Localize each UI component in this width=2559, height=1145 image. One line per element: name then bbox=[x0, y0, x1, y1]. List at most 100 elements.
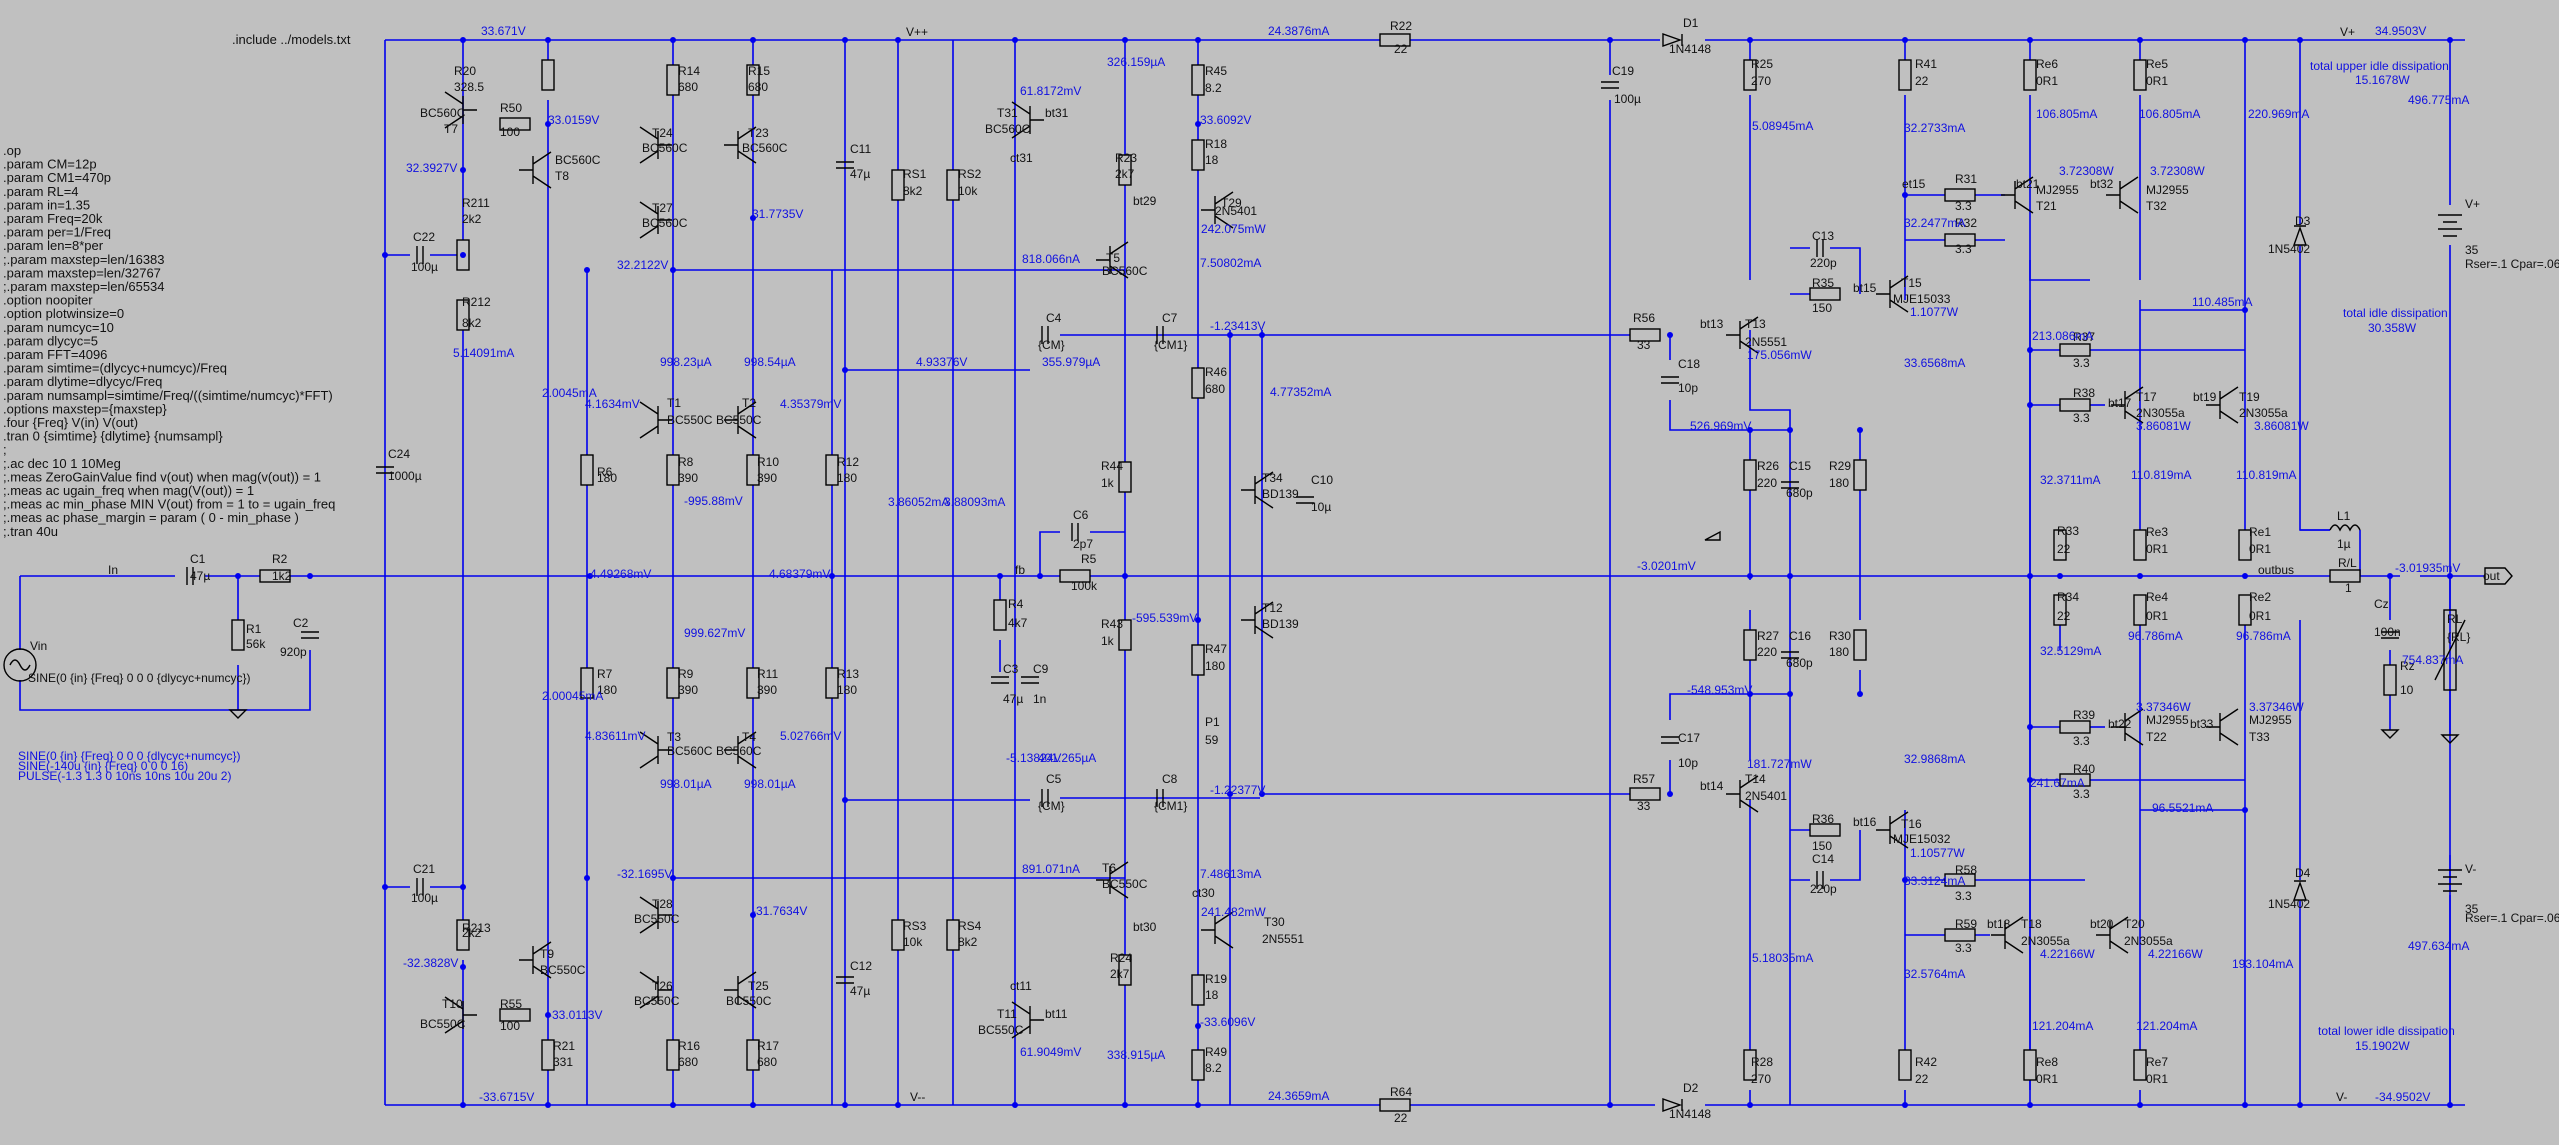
component-label: D4 bbox=[2295, 866, 2311, 880]
supply-vm-name: V- bbox=[2465, 862, 2476, 876]
capacitor bbox=[1071, 523, 1079, 541]
component-label: bt13 bbox=[1700, 317, 1724, 331]
directive-line: ;.ac dec 10 1 10Meg bbox=[3, 456, 121, 471]
component-label: R2 bbox=[272, 552, 288, 566]
net-in: In bbox=[108, 563, 118, 577]
component-label: bt31 bbox=[1045, 106, 1069, 120]
component-label: 8.2 bbox=[1205, 81, 1222, 95]
component-label: BC550C bbox=[634, 994, 680, 1008]
component-label: {CM} bbox=[1038, 338, 1065, 352]
resistor bbox=[825, 454, 839, 486]
component-label: bt30 bbox=[1133, 920, 1157, 934]
component-label: R14 bbox=[678, 64, 700, 78]
component-label: C4 bbox=[1046, 311, 1062, 325]
resistor bbox=[1191, 644, 1205, 676]
probe-readout: 355.979µA bbox=[1042, 355, 1100, 369]
component-label: T25 bbox=[748, 979, 769, 993]
transistor bbox=[639, 126, 672, 164]
component-label: BC550C bbox=[420, 1017, 466, 1031]
component-label: R33 bbox=[2057, 524, 2079, 538]
component-label: 2N3055a bbox=[2136, 406, 2185, 420]
probe-readout: -1.23413V bbox=[1210, 319, 1265, 333]
component-label: MJ2955 bbox=[2146, 183, 2189, 197]
resistor bbox=[2238, 594, 2252, 626]
component-label: bt11 bbox=[1045, 1007, 1068, 1021]
junction-dot bbox=[2027, 724, 2033, 730]
component-label: ct11 bbox=[1010, 979, 1032, 993]
directive-line: .param dlycyc=5 bbox=[3, 333, 98, 348]
resistor bbox=[1944, 233, 1976, 247]
capacitor bbox=[416, 878, 424, 896]
probe-readout: 3.86052mA bbox=[888, 495, 949, 509]
component-label: D1 bbox=[1683, 16, 1699, 30]
component-label: BC560C bbox=[716, 744, 762, 758]
component-label: T7 bbox=[444, 122, 458, 136]
resistor bbox=[891, 919, 905, 951]
probe-readout: 34.9503V bbox=[2375, 24, 2426, 38]
component-label: BC560C bbox=[985, 122, 1031, 136]
component-label: T12 bbox=[1262, 601, 1283, 615]
component-label: 100k bbox=[1071, 579, 1098, 593]
component-label: T9 bbox=[540, 947, 554, 961]
component-label: 8k2 bbox=[958, 935, 978, 949]
component-label: 390 bbox=[757, 683, 777, 697]
component-label: MJE15033 bbox=[1893, 292, 1951, 306]
junction-dot bbox=[895, 37, 901, 43]
spice-directives: .op.param CM=12p.param CM1=470p.param RL… bbox=[3, 143, 335, 539]
component-label: 3.3 bbox=[2073, 411, 2090, 425]
probe-readout: 5.14091mA bbox=[453, 346, 514, 360]
probe-readout: 24.3659mA bbox=[1268, 1089, 1329, 1103]
junction-dot bbox=[2027, 777, 2033, 783]
component-label: R59 bbox=[1955, 917, 1977, 931]
component-label: 0R1 bbox=[2146, 609, 2168, 623]
junction-dot bbox=[2297, 1102, 2303, 1108]
transistor bbox=[1241, 601, 1274, 639]
component-label: BC550C bbox=[726, 994, 772, 1008]
component-label: R41 bbox=[1915, 57, 1937, 71]
component-label: 1 bbox=[2345, 581, 2352, 595]
component-label: R21 bbox=[553, 1039, 575, 1053]
component-label: R31 bbox=[1955, 172, 1977, 186]
directive-line: .param Freq=20k bbox=[3, 211, 103, 226]
directive-line: .param numcyc=10 bbox=[3, 320, 114, 335]
transistor bbox=[1096, 861, 1129, 899]
probe-readout: -548.953mV bbox=[1687, 683, 1752, 697]
directive-line: .param len=8*per bbox=[3, 238, 104, 253]
resistor bbox=[580, 454, 594, 486]
component-label: R10 bbox=[757, 455, 779, 469]
component-label: 4k7 bbox=[1008, 616, 1028, 630]
component-label: 180 bbox=[837, 471, 857, 485]
junction-dot bbox=[670, 37, 676, 43]
capacitor bbox=[991, 676, 1009, 684]
junction-dot bbox=[1787, 427, 1793, 433]
component-label: R15 bbox=[748, 64, 770, 78]
probe-readout: 4.49268mV bbox=[590, 567, 651, 581]
capacitor bbox=[376, 466, 394, 474]
probe-readout: 193.104mA bbox=[2232, 957, 2293, 971]
resistor bbox=[499, 117, 531, 131]
transistor bbox=[1011, 1001, 1044, 1039]
component-label: C7 bbox=[1162, 311, 1178, 325]
component-label: Re4 bbox=[2146, 590, 2168, 604]
directive-line: ;.meas ac ugain_freq when mag(V(out)) = … bbox=[3, 483, 254, 498]
component-label: 3.3 bbox=[1955, 199, 1972, 213]
diode-d2 bbox=[1662, 1098, 1683, 1112]
component-label: C5 bbox=[1046, 772, 1062, 786]
component-label: ct30 bbox=[1192, 886, 1215, 900]
junction-dot bbox=[2137, 1102, 2143, 1108]
transistor bbox=[2106, 176, 2139, 214]
transistor bbox=[1096, 241, 1129, 279]
component-label: T1 bbox=[667, 396, 681, 410]
component-label: 180 bbox=[597, 683, 617, 697]
component-label: 150 bbox=[1812, 839, 1832, 853]
resistor bbox=[456, 299, 470, 331]
component-label: ct31 bbox=[1010, 151, 1033, 165]
component-label: 100 bbox=[500, 1019, 520, 1033]
component-label: 1k bbox=[1101, 634, 1115, 648]
probe-readout: 5.02766mV bbox=[780, 729, 841, 743]
resistor bbox=[2053, 594, 2067, 626]
probe-readout: 106.805mA bbox=[2036, 107, 2097, 121]
probe-readout: 181.727mW bbox=[1747, 757, 1812, 771]
resistor bbox=[1118, 619, 1132, 651]
component-label: BC550C bbox=[1102, 877, 1148, 891]
